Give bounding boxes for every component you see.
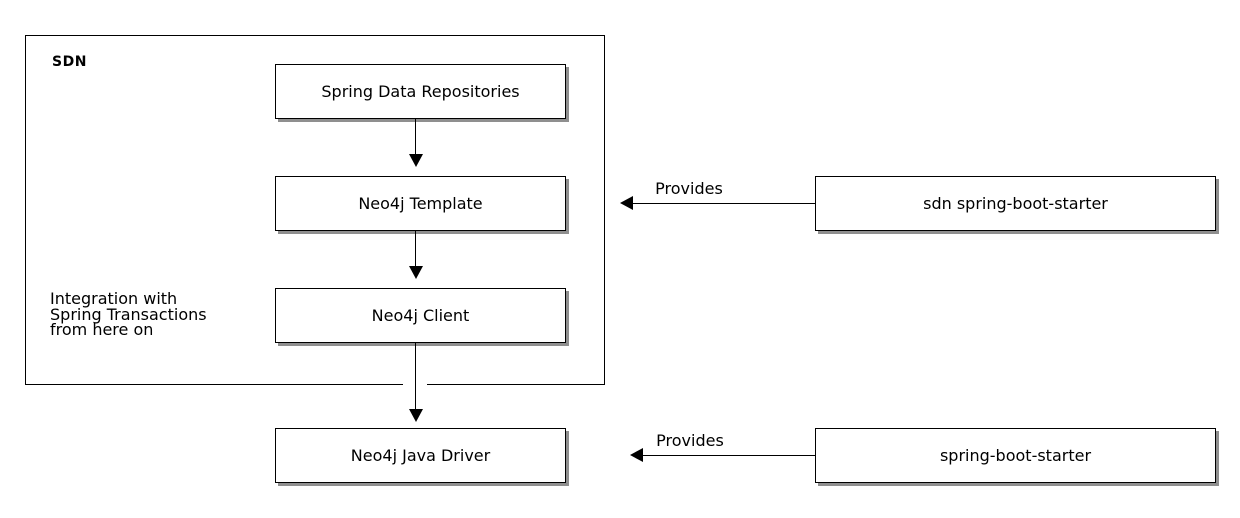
arrowhead-down-icon <box>408 266 423 279</box>
provides-label-bottom: Provides <box>656 431 724 450</box>
edge-sdn-starter-provides <box>633 202 815 204</box>
node-neo4j-java-driver: Neo4j Java Driver <box>275 428 566 483</box>
node-label: Neo4j Java Driver <box>350 446 491 465</box>
edge-boot-starter-provides <box>643 454 815 456</box>
edge-client-to-driver <box>414 343 416 411</box>
annotation-line-1: Integration with <box>50 289 178 308</box>
sdn-group-box: SDN <box>25 35 605 385</box>
sdn-group-label: SDN <box>52 54 87 70</box>
edge-template-to-client <box>414 231 416 268</box>
node-spring-data-repositories: Spring Data Repositories <box>275 64 566 119</box>
node-label: Neo4j Template <box>358 194 483 213</box>
arrowhead-down-icon <box>408 154 423 167</box>
annotation-line-3: from here on <box>50 320 154 339</box>
node-label: Spring Data Repositories <box>321 82 520 101</box>
node-spring-boot-starter: spring-boot-starter <box>815 428 1216 483</box>
arrowhead-left-icon <box>620 196 633 210</box>
arrowhead-down-icon <box>408 409 423 422</box>
annotation-line-2: Spring Transactions <box>50 304 207 324</box>
node-label: sdn spring-boot-starter <box>923 194 1108 213</box>
edge-repositories-to-template <box>414 119 416 156</box>
node-label: spring-boot-starter <box>939 446 1092 465</box>
arrowhead-left-icon <box>630 448 643 462</box>
node-neo4j-client: Neo4j Client <box>275 288 566 343</box>
node-sdn-spring-boot-starter: sdn spring-boot-starter <box>815 176 1216 231</box>
provides-label-top: Provides <box>655 179 723 198</box>
node-neo4j-template: Neo4j Template <box>275 176 566 231</box>
node-label: Neo4j Client <box>371 306 470 325</box>
